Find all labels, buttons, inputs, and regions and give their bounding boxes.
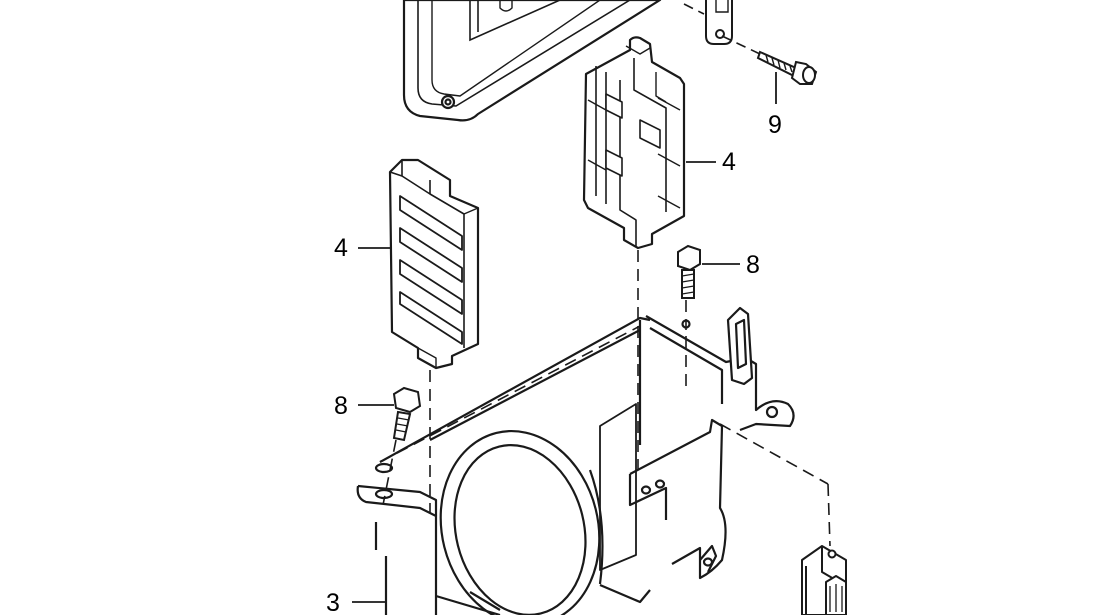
bolt-8-right-icon bbox=[677, 244, 701, 299]
label-holder-4-left: 4 bbox=[334, 234, 348, 262]
bolt-8-left-icon bbox=[392, 386, 422, 442]
holder-4-right bbox=[582, 36, 686, 250]
mounting-bracket-3 bbox=[356, 306, 795, 615]
control-unit-housing bbox=[402, 0, 662, 122]
label-screw-9: 9 bbox=[768, 111, 782, 139]
label-bolt-8-left: 8 bbox=[334, 392, 348, 420]
holder-4-left bbox=[388, 158, 480, 370]
label-holder-4-right: 4 bbox=[722, 148, 736, 176]
housing-cover-lip bbox=[469, 0, 561, 42]
label-bolt-8-right: 8 bbox=[746, 251, 760, 279]
mounting-tab bbox=[705, 0, 733, 45]
screw-9-icon bbox=[756, 50, 818, 85]
label-bracket-3: 3 bbox=[326, 589, 340, 615]
screw-9-axis-line bbox=[721, 35, 761, 55]
tab-leader-line bbox=[683, 3, 705, 15]
clip-connector bbox=[801, 545, 847, 615]
